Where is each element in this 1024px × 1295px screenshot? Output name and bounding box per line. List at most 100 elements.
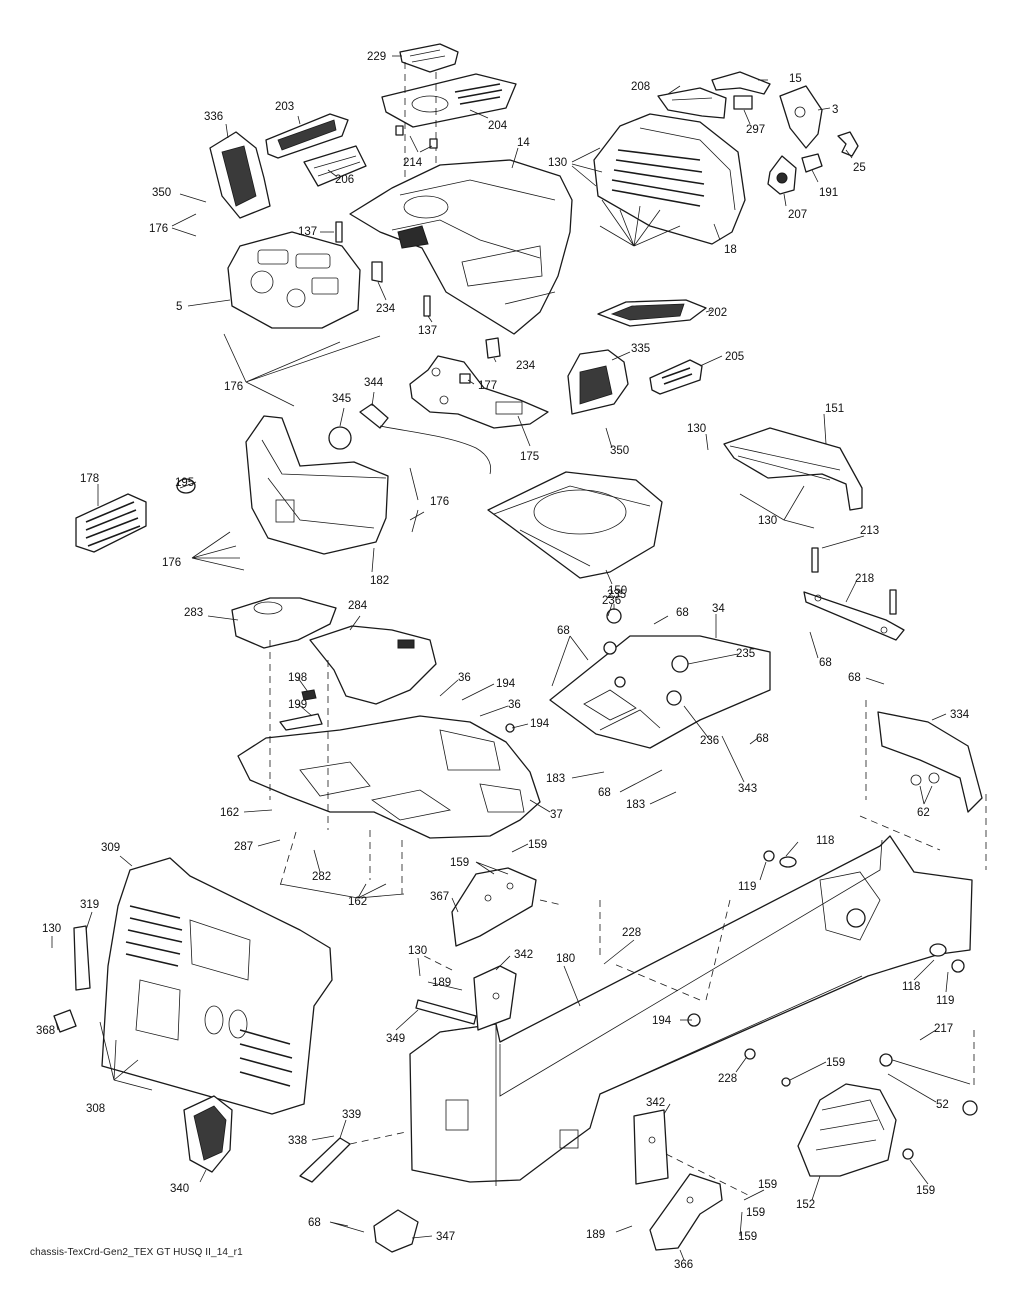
callout-label: 206: [335, 174, 354, 186]
callout-label: 68: [756, 733, 769, 745]
part-218: [803, 591, 905, 641]
assembly-guides: [269, 640, 987, 1197]
callout-label: 150: [608, 585, 627, 597]
part-336: [209, 131, 271, 219]
part-205: [649, 359, 703, 395]
callout-label: 175: [520, 451, 539, 463]
callout-label: 137: [418, 325, 437, 337]
part-339: [299, 1137, 351, 1183]
callout-label: 229: [367, 51, 386, 63]
part-208: [657, 87, 727, 119]
callout-label: 198: [288, 672, 307, 684]
callout-label: 159: [528, 839, 547, 851]
callout-label: 235: [607, 589, 626, 601]
callout-label: 68: [598, 787, 611, 799]
callout-label: 130: [758, 515, 777, 527]
part-235: [603, 608, 622, 655]
callout-label: 183: [626, 799, 645, 811]
callout-label: 319: [80, 899, 99, 911]
callout-label: 68: [308, 1217, 321, 1229]
part-342: [473, 965, 669, 1185]
part-344: [359, 403, 492, 475]
callout-label: 119: [738, 881, 756, 893]
part-349: [415, 999, 477, 1025]
part-137: [335, 221, 431, 317]
callout-label: 335: [631, 343, 650, 355]
callout-label: 68: [848, 672, 861, 684]
callout-label: 130: [548, 157, 567, 169]
callout-label: 228: [718, 1073, 737, 1085]
callout-label: 342: [646, 1097, 665, 1109]
callout-label: 159: [758, 1179, 777, 1191]
callout-label: 176: [162, 557, 181, 569]
part-340: [183, 1095, 233, 1173]
callout-label: 194: [496, 678, 516, 690]
part-177: [459, 373, 471, 384]
callout-label: 366: [674, 1259, 693, 1271]
callout-label: 347: [436, 1231, 455, 1243]
callout-label: 34: [712, 603, 725, 615]
callout-label: 368: [36, 1025, 55, 1037]
callout-label: 176: [149, 223, 168, 235]
part-234: [371, 261, 501, 359]
callout-label: 137: [298, 226, 317, 238]
part-152: [797, 1083, 897, 1177]
part-297: [733, 95, 753, 110]
part-198-199: [279, 689, 323, 731]
part-3: [779, 85, 823, 149]
callout-label: 118: [816, 835, 834, 847]
callout-label: 234: [516, 360, 536, 372]
callout-label: 130: [42, 923, 61, 935]
part-213: [811, 547, 897, 615]
part-5: [227, 231, 361, 329]
callout-label: 36: [508, 699, 521, 711]
callout-label: 159: [826, 1057, 845, 1069]
part-14: [349, 159, 573, 335]
part-345: [328, 426, 352, 450]
callout-label: 52: [936, 1099, 949, 1111]
callout-label: 183: [546, 773, 565, 785]
part-25: [837, 131, 859, 157]
callout-label: 25: [853, 162, 866, 174]
part-366: [649, 1173, 723, 1251]
callout-label: 309: [101, 842, 120, 854]
callout-label: 159: [738, 1231, 757, 1243]
part-367: [451, 867, 537, 947]
callout-label: 282: [312, 871, 331, 883]
part-34: [549, 635, 771, 749]
callout-label: 213: [860, 525, 879, 537]
part-hardware: [505, 676, 965, 1160]
callout-label: 68: [557, 625, 570, 637]
callout-label: 202: [708, 307, 727, 319]
callout-label: 336: [204, 111, 223, 123]
callout-label: 345: [332, 393, 351, 405]
callout-label: 340: [170, 1183, 189, 1195]
callout-label: 334: [950, 709, 970, 721]
callout-label: 189: [586, 1229, 605, 1241]
callout-label: 176: [430, 496, 449, 508]
part-151: [723, 427, 863, 511]
callout-label: 235: [736, 648, 755, 660]
callout-label: 37: [550, 809, 563, 821]
callout-label: 15: [789, 73, 802, 85]
callout-label: 118: [902, 981, 920, 993]
callout-label: 284: [348, 600, 368, 612]
callout-label: 14: [517, 137, 530, 149]
callout-label: 130: [408, 945, 427, 957]
callout-label: 68: [676, 607, 689, 619]
part-283: [231, 597, 337, 649]
part-202: [597, 299, 707, 327]
callout-label: 342: [514, 949, 533, 961]
callout-label: 152: [796, 1199, 815, 1211]
callout-label: 308: [86, 1103, 105, 1115]
callout-label: 119: [936, 995, 954, 1007]
part-347: [373, 1209, 419, 1253]
callout-label: 195: [175, 477, 194, 489]
part-150: [487, 471, 663, 579]
callout-label: 191: [819, 187, 838, 199]
callout-label: 159: [450, 857, 469, 869]
callout-label: 159: [916, 1185, 935, 1197]
callout-label: 205: [725, 351, 744, 363]
drawing-code: chassis-TexCrd-Gen2_TEX GT HUSQ II_14_r1: [30, 1247, 243, 1258]
part-178: [75, 493, 147, 553]
